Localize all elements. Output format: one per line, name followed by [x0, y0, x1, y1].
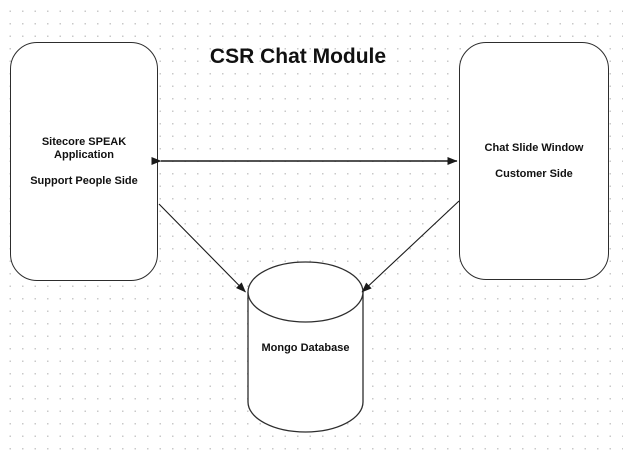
node-text-line: Sitecore SPEAK — [41, 135, 127, 148]
node-text-line: Chat Slide Window — [484, 141, 584, 154]
diagram-title: CSR Chat Module — [209, 45, 387, 68]
left-to-database-arrow — [158, 203, 246, 293]
database-label: Mongo Database — [261, 342, 350, 354]
node-sitecore-speak-application: Sitecore SPEAK Application Support Peopl… — [10, 42, 158, 281]
node-text-line: Application — [54, 148, 114, 161]
node-text-line: Customer Side — [495, 167, 573, 180]
right-to-database-arrow — [361, 200, 460, 293]
node-text-line: Support People Side — [30, 174, 138, 187]
node-chat-slide-window: Chat Slide Window Customer Side — [459, 42, 609, 280]
